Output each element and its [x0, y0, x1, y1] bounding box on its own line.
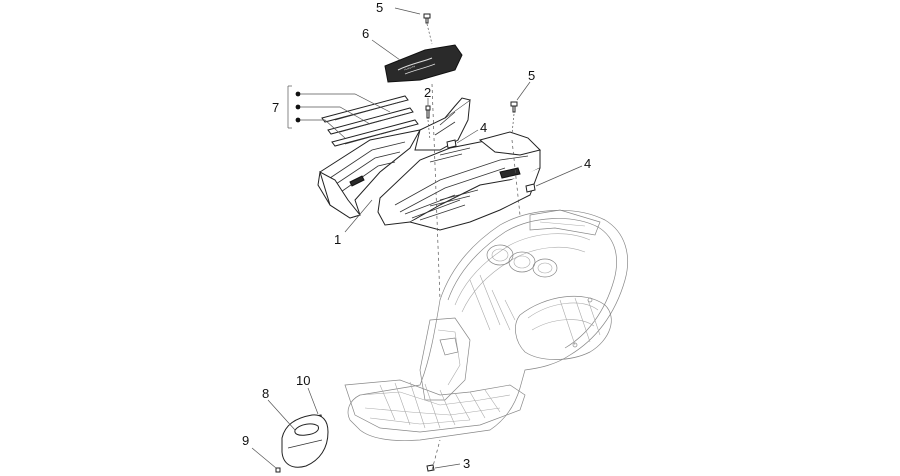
- callout-1: 1: [334, 232, 341, 247]
- bullet-dot-icon: [295, 91, 301, 97]
- bullet-dot-icon: [295, 104, 301, 110]
- svg-text:~~~: ~~~: [403, 63, 416, 74]
- callout-8: 8: [262, 386, 269, 401]
- bullet-dot-icon: [295, 117, 301, 123]
- callout-7: 7: [272, 100, 279, 115]
- scooter-body-frame: [344, 209, 628, 441]
- leader-line: [371, 39, 401, 61]
- callout-3: 3: [463, 456, 470, 471]
- callout-2: 2: [424, 85, 431, 100]
- screw-icon: [425, 98, 431, 141]
- footboard-panel: [317, 97, 541, 231]
- footboard-mat: ~~~: [384, 44, 463, 83]
- callout-5-top: 5: [376, 0, 383, 15]
- screw-icon: [251, 447, 281, 473]
- screw-icon: [394, 7, 433, 45]
- callout-10: 10: [296, 373, 310, 388]
- rubber-strips: [287, 85, 419, 147]
- clip-icon: [446, 129, 479, 149]
- callout-6: 6: [362, 26, 369, 41]
- callout-4-right: 4: [584, 156, 591, 171]
- leader-line: [344, 199, 373, 233]
- front-cover-panel: [267, 399, 329, 468]
- callout-5-right: 5: [528, 68, 535, 83]
- screw-icon: [510, 81, 531, 135]
- callout-4-upper: 4: [480, 120, 487, 135]
- callout-9: 9: [242, 433, 249, 448]
- clip-icon: [525, 165, 583, 193]
